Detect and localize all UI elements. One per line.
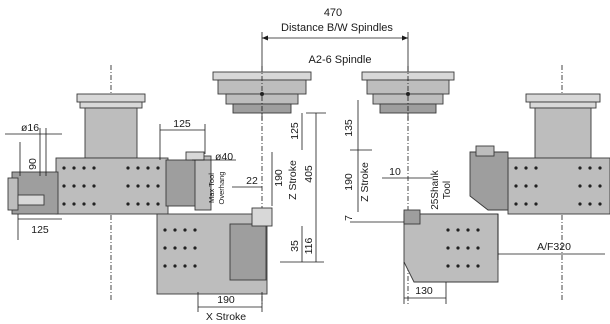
dim-22: 22 [246,175,258,187]
dim-d40: ø40 [215,151,233,163]
z-stroke-right: Z Stroke [359,162,371,202]
dim-d16: ø16 [21,122,39,134]
shank-label-line2: Tool [442,181,453,199]
dim-405: 405 [303,165,315,183]
max-tool-overhang-line2: Overhang [217,172,226,205]
shank-label-line1: 25Shank [430,169,441,209]
dim-125-side: 125 [31,224,49,236]
max-tool-overhang-line1: Max Tool [207,173,216,203]
spindle-distance-value: 470 [324,7,342,19]
z-stroke-left: Z Stroke [287,160,299,200]
dim-af320: A/F320 [537,241,571,253]
dim-190-z-left: 190 [273,169,285,187]
dim-90: 90 [27,158,39,170]
spindle-left [212,66,312,305]
spindle-type-label: A2-6 Spindle [309,54,372,66]
dim-190-x: 190 [217,294,235,306]
dim-125-top: 125 [173,118,191,130]
right-turret [403,65,610,300]
spindle-right [361,66,455,305]
dim-7: 7 [343,215,355,221]
dim-116: 116 [303,237,315,254]
spindle-distance-label: Distance B/W Spindles [281,22,393,34]
dim-130: 130 [415,285,433,297]
dim-135: 135 [343,119,355,137]
x-stroke-label: X Stroke [206,311,246,323]
dim-35: 35 [289,240,301,252]
right-dimensions: 135 190 Z Stroke 7 10 25Shank Tool 130 A… [343,100,605,304]
dim-125-vertical: 125 [289,122,301,140]
dim-10: 10 [389,166,401,178]
left-turret [7,65,273,300]
dim-190-z-right: 190 [343,173,355,191]
left-dimensions: ø16 90 125 125 ø40 Max Tool Overhang 22 … [5,112,326,323]
